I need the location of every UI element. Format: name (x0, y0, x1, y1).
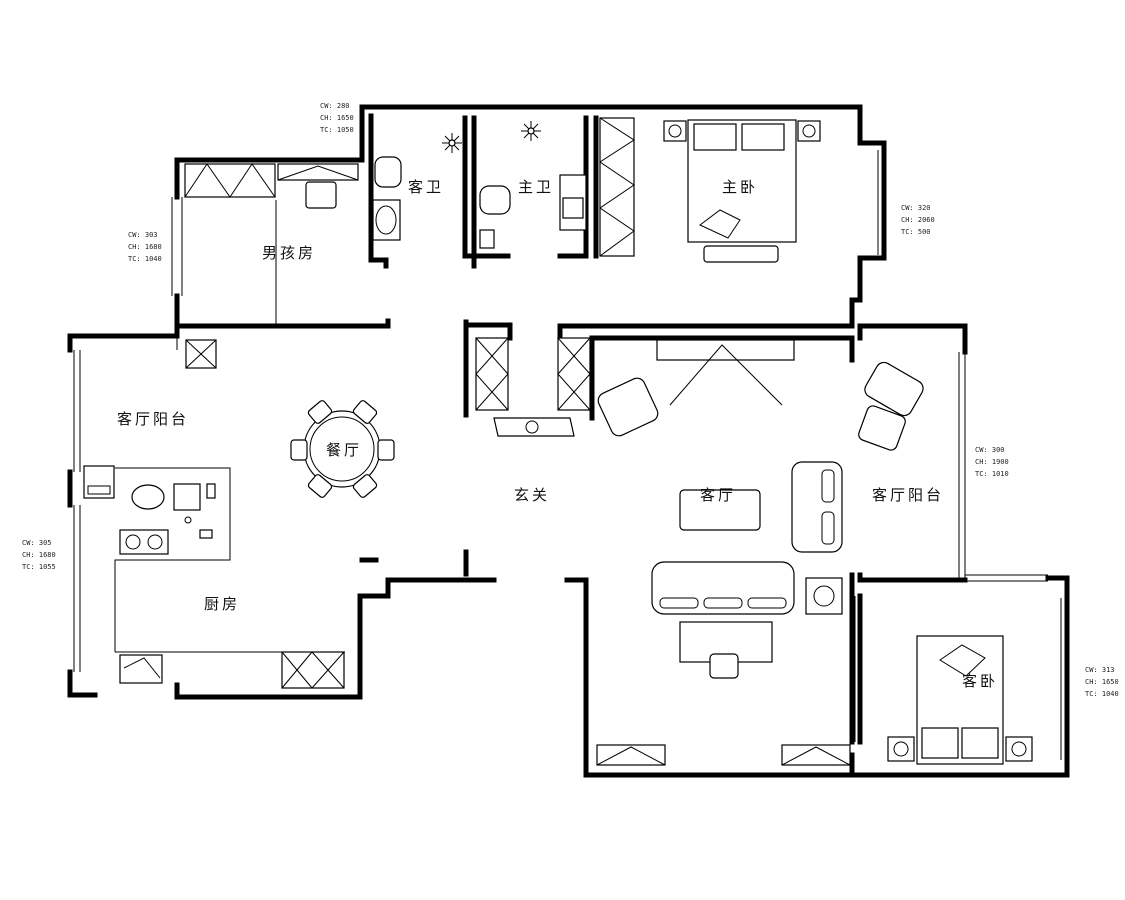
svg-text:TC: 1040: TC: 1040 (1085, 690, 1119, 698)
svg-text:TC: 1040: TC: 1040 (128, 255, 162, 263)
svg-text:TC: 1050: TC: 1050 (320, 126, 354, 134)
svg-text:CW: 305: CW: 305 (22, 539, 52, 547)
room-label-master-bath: 主卫 (518, 178, 554, 196)
svg-text:CH: 1900: CH: 1900 (975, 458, 1009, 466)
window-note-guest-bath: CW: 280 CH: 1650 TC: 1050 (320, 102, 354, 134)
room-label-guest-bedroom: 客卧 (962, 672, 998, 690)
svg-text:TC: 1010: TC: 1010 (975, 470, 1009, 478)
room-label-guest-bath: 客卫 (408, 178, 444, 196)
room-label-boy-room: 男孩房 (262, 244, 316, 262)
guest-bath-fixtures (372, 133, 462, 241)
svg-text:CH: 1650: CH: 1650 (1085, 678, 1119, 686)
svg-text:CH: 1680: CH: 1680 (128, 243, 162, 251)
windows (73, 150, 1068, 760)
svg-text:CW: 280: CW: 280 (320, 102, 350, 110)
window-note-boy-room: CW: 303 CH: 1680 TC: 1040 (128, 231, 162, 263)
master-bath-fixtures (479, 121, 587, 249)
window-note-kitchen: CW: 305 CH: 1680 TC: 1055 (22, 539, 56, 571)
dining-table (290, 400, 395, 498)
window-note-living-balcony: CW: 300 CH: 1900 TC: 1010 (975, 446, 1009, 478)
room-label-kitchen: 厨房 (204, 595, 240, 613)
svg-text:TC: 1055: TC: 1055 (22, 563, 56, 571)
room-label-living-balcony-left: 客厅阳台 (117, 410, 189, 428)
svg-text:CH: 1680: CH: 1680 (22, 551, 56, 559)
svg-text:TC: 500: TC: 500 (901, 228, 931, 236)
svg-text:CW: 300: CW: 300 (975, 446, 1005, 454)
window-note-master-bedroom: CW: 320 CH: 2060 TC: 500 (901, 204, 935, 236)
balcony-storage (185, 339, 217, 369)
guest-bed (887, 635, 1033, 765)
svg-text:CW: 313: CW: 313 (1085, 666, 1115, 674)
svg-text:CH: 1650: CH: 1650 (320, 114, 354, 122)
svg-text:CW: 320: CW: 320 (901, 204, 931, 212)
kitchen-counter (83, 465, 345, 689)
room-label-living-room: 客厅 (700, 486, 736, 504)
room-label-master-bedroom: 主卧 (722, 178, 758, 196)
room-label-dining: 餐厅 (326, 441, 362, 459)
room-label-living-balcony-right: 客厅阳台 (872, 486, 944, 504)
entrance-cabinets (475, 337, 591, 437)
walls (67, 104, 1070, 778)
svg-text:CH: 2060: CH: 2060 (901, 216, 935, 224)
boy-room-wardrobe (184, 163, 359, 326)
master-wardrobe (599, 117, 635, 257)
room-label-entrance: 玄关 (514, 486, 550, 504)
svg-text:CW: 303: CW: 303 (128, 231, 158, 239)
living-room-furniture (596, 339, 924, 766)
window-note-guest-bedroom: CW: 313 CH: 1650 TC: 1040 (1085, 666, 1119, 698)
master-bed (663, 119, 821, 263)
